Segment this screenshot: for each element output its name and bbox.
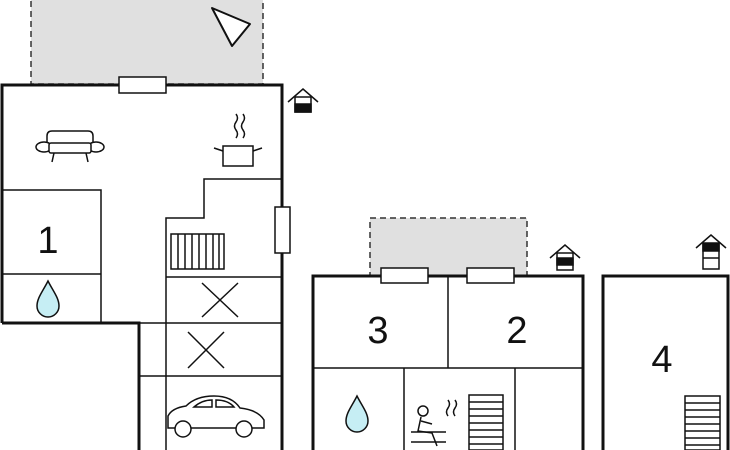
window [118, 76, 167, 94]
room-number: 4 [651, 339, 672, 381]
compass-arrow-icon [211, 7, 251, 47]
house-level-icon [695, 234, 727, 270]
left-building [0, 83, 284, 450]
room-number: 2 [506, 310, 527, 352]
terrace-middle [369, 217, 528, 277]
closed-area-cross-icon [201, 282, 239, 318]
radiator-icon [170, 233, 225, 270]
house-level-icon [287, 88, 319, 113]
house-level-icon [549, 244, 581, 271]
cooking-pot-icon [213, 113, 263, 167]
sofa-icon [35, 130, 105, 163]
room-number: 3 [367, 310, 388, 352]
window [380, 267, 429, 284]
middle-building [311, 274, 585, 450]
water-drop-icon [36, 279, 60, 318]
stairs-icon [684, 395, 721, 450]
sauna-icon [411, 399, 458, 447]
water-drop-icon [345, 394, 369, 433]
terrace-top [30, 0, 264, 85]
car-icon [167, 395, 265, 438]
window [274, 206, 291, 254]
closed-area-cross-icon [187, 331, 225, 369]
room-number: 1 [37, 220, 58, 262]
window [466, 267, 515, 284]
right-building [601, 274, 730, 450]
stairs-icon [468, 394, 504, 450]
